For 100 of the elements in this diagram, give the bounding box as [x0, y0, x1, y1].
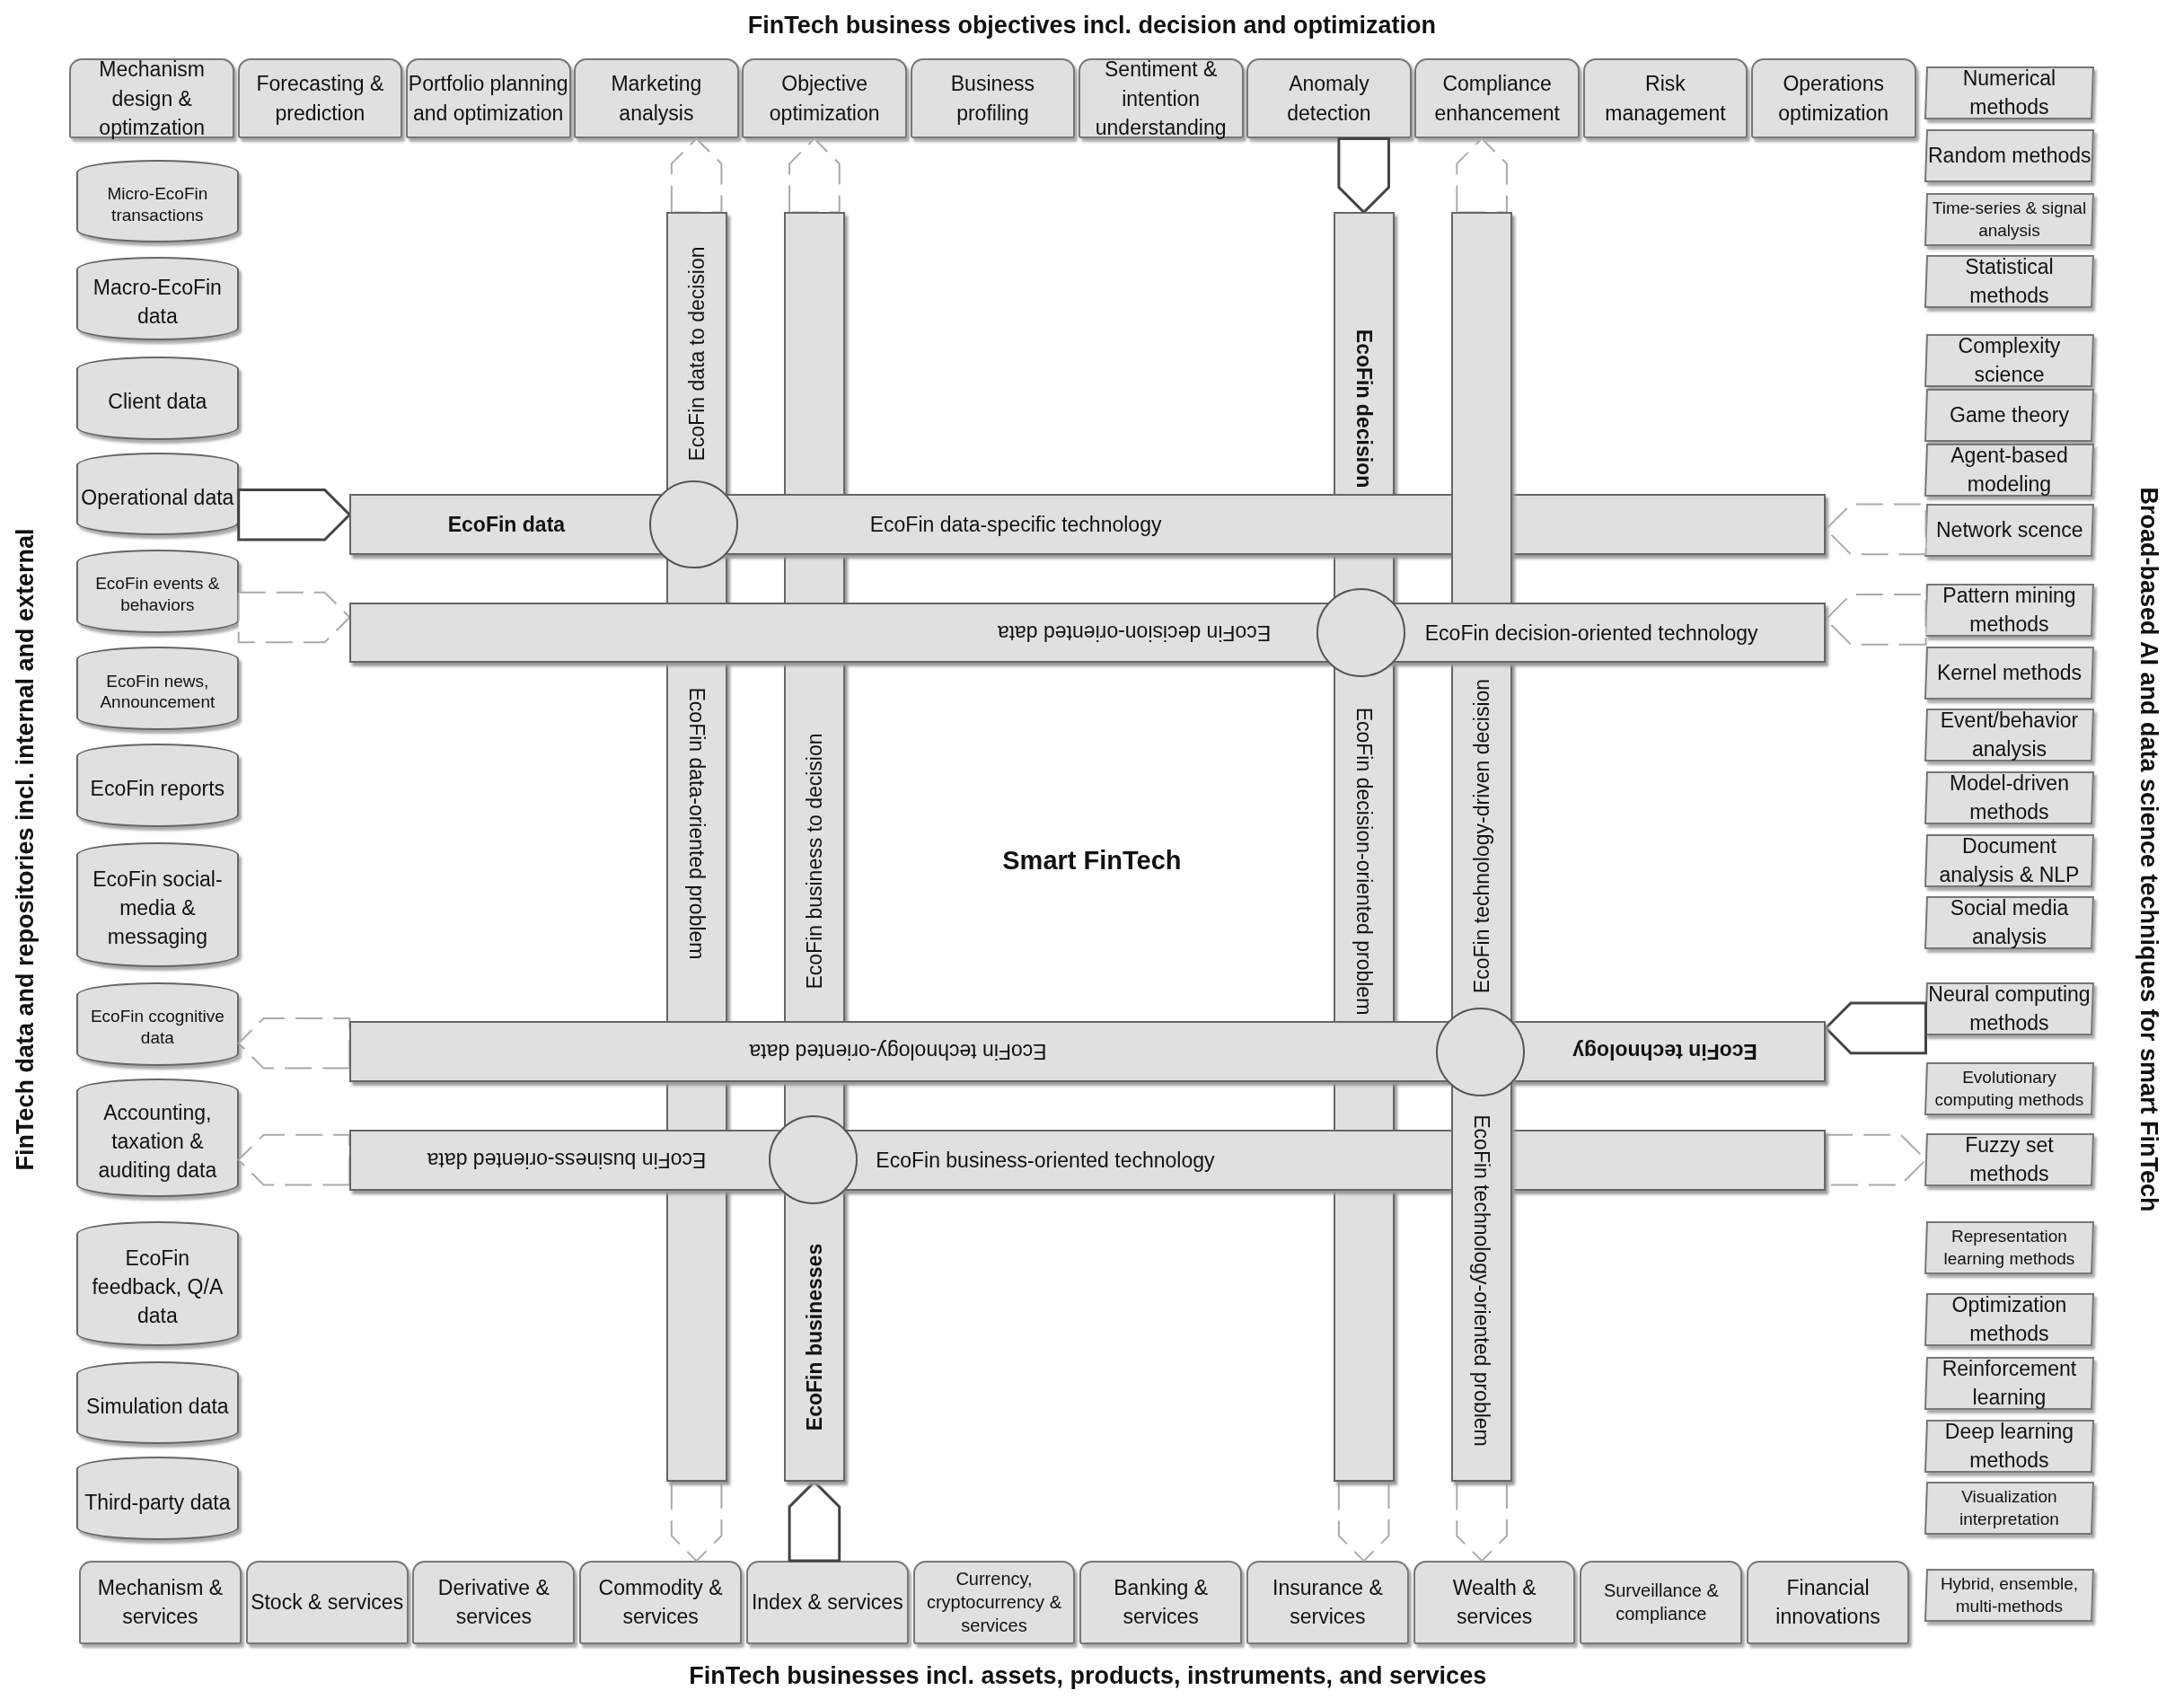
objective-box: [742, 57, 908, 139]
bar-label: EcoFin data-oriented problem: [683, 687, 709, 960]
bar-label: EcoFin business-oriented data: [427, 1147, 707, 1174]
business-label: Insurance & services: [1272, 1575, 1384, 1631]
method-label: Network scence: [1936, 517, 2083, 544]
center-label: Smart FinTech: [1002, 845, 1182, 876]
method-label: Pattern mining methods: [1942, 583, 2078, 638]
method-box: [1924, 709, 2095, 762]
bar-label: EcoFin decision-oriented problem: [1351, 708, 1377, 1016]
block-arrow: [670, 1481, 723, 1563]
business-box: [79, 1561, 242, 1644]
bar-label: EcoFin business-oriented technology: [876, 1147, 1215, 1174]
method-label: Statistical methods: [1964, 254, 2056, 310]
data-source-label: EcoFin ccognitive data: [89, 1006, 225, 1049]
method-box: [1924, 388, 2095, 442]
bar-label: EcoFin business to decision: [801, 733, 827, 990]
method-box: [1924, 444, 2095, 497]
objective-box: [1750, 57, 1916, 139]
data-cylinder: [75, 357, 239, 440]
objective-label: Compliance enhancement: [1433, 71, 1561, 127]
method-label: Kernel methods: [1937, 660, 2083, 687]
method-label: Hybrid, ensemble, multi-methods: [1940, 1573, 2080, 1617]
bar-label: EcoFin data: [447, 511, 566, 538]
business-box: [745, 1561, 909, 1644]
data-source-label: EcoFin social-media & messaging: [92, 867, 224, 951]
objective-label: Risk management: [1604, 71, 1727, 127]
method-label: Event/behavior analysis: [1940, 708, 2080, 763]
business-box: [1246, 1561, 1409, 1644]
bar-label: EcoFin decision-oriented technology: [1424, 620, 1758, 647]
method-box: [1924, 192, 2095, 246]
block-arrow: [1337, 1481, 1390, 1563]
side-heading: FinTech data and repositories incl. internal and external: [11, 527, 40, 1171]
block-arrow: [670, 137, 723, 214]
block-arrow: [788, 1479, 841, 1563]
business-box: [912, 1561, 1076, 1644]
bottom-heading: FinTech businesses incl. assets, products, instruments, and services: [689, 1661, 1487, 1690]
objective-label: Operations optimization: [1777, 71, 1890, 127]
objective-box: [910, 57, 1076, 139]
method-box: [1924, 1357, 2095, 1410]
data-cylinder: [75, 646, 239, 730]
method-box: [1924, 1482, 2095, 1535]
data-cylinder: [75, 1079, 239, 1197]
method-box: [1924, 1292, 2095, 1346]
bar-label: EcoFin technology-oriented problem: [1469, 1114, 1495, 1447]
method-box: [1924, 1569, 2095, 1623]
method-label: Reinforcement learning: [1942, 1356, 2078, 1412]
data-source-label: Third-party data: [84, 1489, 231, 1516]
method-label: Random methods: [1928, 142, 2091, 169]
method-label: Evolutionary computing methods: [1934, 1067, 2085, 1111]
data-cylinder: [75, 841, 239, 967]
data-cylinder: [75, 1360, 239, 1445]
method-label: Neural computing methods: [1927, 982, 2092, 1037]
method-box: [1924, 255, 2095, 308]
data-source-label: Accounting, taxation & auditing data: [97, 1099, 218, 1184]
method-box: [1924, 771, 2095, 824]
business-label: Index & services: [751, 1589, 903, 1616]
business-box: [1079, 1561, 1243, 1644]
business-box: [579, 1561, 742, 1644]
method-label: Deep learning methods: [1944, 1418, 2075, 1474]
block-arrow: [1337, 137, 1390, 215]
method-label: Model-driven methods: [1949, 770, 2071, 826]
business-label: Financial innovations: [1774, 1575, 1881, 1631]
data-source-label: EcoFin reports: [90, 776, 225, 803]
horizontal-bar: [349, 602, 1827, 664]
method-label: Agent-based modeling: [1950, 443, 2070, 498]
objective-label: Forecasting & prediction: [255, 71, 385, 127]
method-box: [1924, 1220, 2095, 1274]
data-source-label: Micro-EcoFin transactions: [106, 183, 209, 226]
bar-label: EcoFin technology-oriented data: [749, 1039, 1047, 1066]
method-label: Document analysis & NLP: [1938, 832, 2081, 888]
method-box: [1924, 1062, 2095, 1116]
method-box: [1924, 1133, 2095, 1186]
method-label: Social media analysis: [1950, 895, 2070, 951]
business-label: Derivative & services: [436, 1575, 550, 1631]
objective-box: [1582, 57, 1748, 139]
block-arrow: [1824, 1001, 1927, 1055]
method-box: [1924, 1419, 2095, 1473]
block-arrow: [237, 488, 352, 541]
method-box: [1924, 503, 2095, 557]
business-label: Wealth & services: [1451, 1575, 1537, 1631]
method-label: Game theory: [1950, 401, 2070, 428]
bar-label: EcoFin technology: [1572, 1039, 1758, 1066]
objective-label: Mechanism design & optimzation: [98, 57, 206, 141]
block-arrow: [1456, 137, 1508, 214]
business-label: Surveillance & compliance: [1602, 1580, 1720, 1626]
method-box: [1924, 66, 2095, 119]
objective-box: [69, 57, 235, 139]
method-label: Time-series & signal analysis: [1932, 197, 2088, 242]
method-label: Complexity science: [1958, 333, 2062, 389]
bar-label: EcoFin businesses: [801, 1244, 827, 1431]
data-cylinder: [75, 744, 239, 827]
horizontal-bar: [349, 494, 1827, 555]
objective-label: Portfolio planning and optimization: [407, 71, 569, 127]
data-source-label: EcoFin events & behaviors: [94, 573, 221, 616]
block-arrow: [788, 137, 841, 214]
objective-box: [1414, 57, 1581, 139]
method-box: [1924, 646, 2095, 700]
block-arrow: [237, 1133, 351, 1186]
bar-label: EcoFin technology-driven decision: [1468, 678, 1494, 994]
business-box: [412, 1561, 576, 1644]
